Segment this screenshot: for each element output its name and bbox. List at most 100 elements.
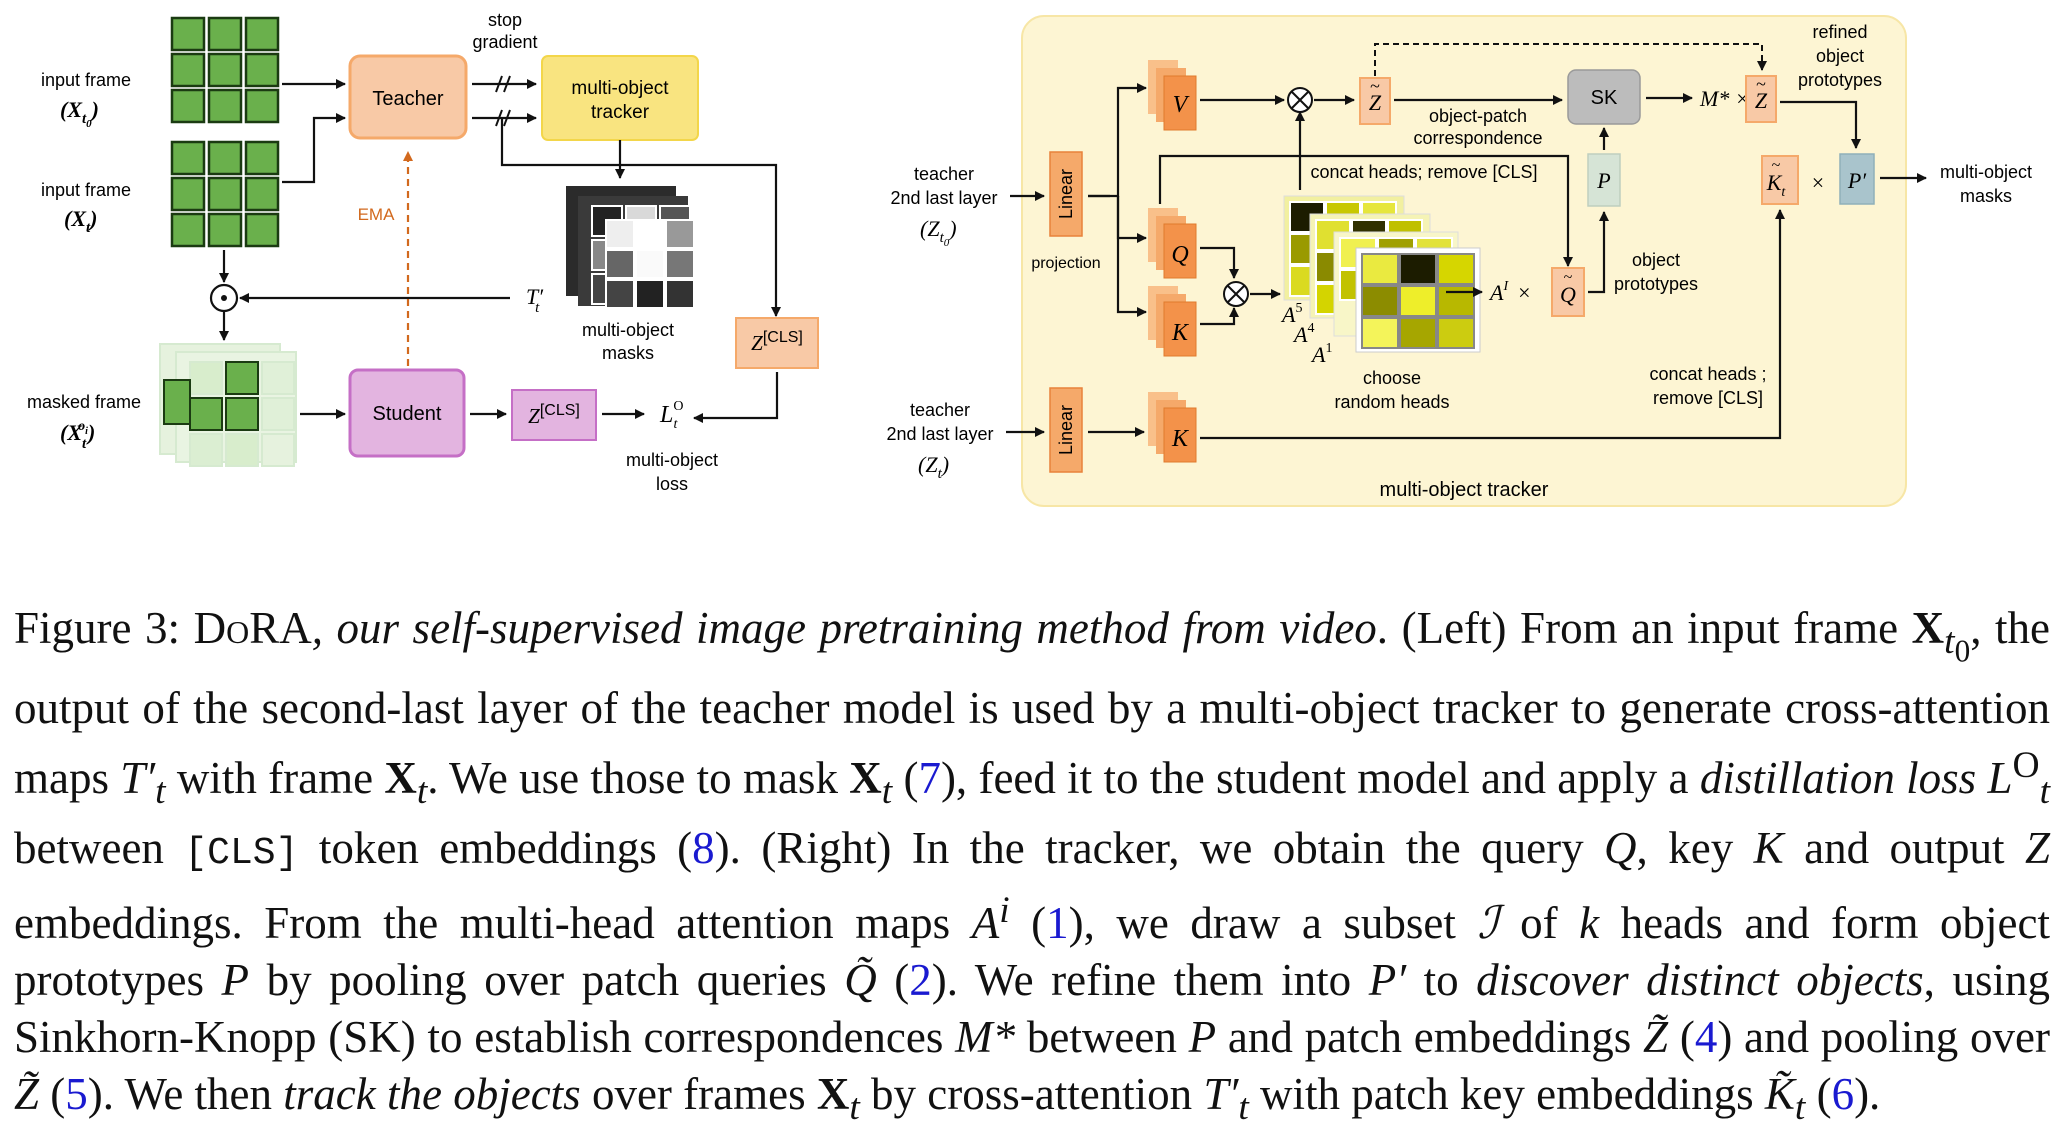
teacher-box — [348, 54, 468, 140]
teacher-b-label-1: teacher — [910, 400, 970, 420]
obj-proto-label-1: object — [1632, 250, 1680, 270]
cite-link[interactable]: 4 — [1694, 1011, 1718, 1062]
choose-label-2: random heads — [1334, 392, 1449, 412]
attention-maps-stack — [1283, 195, 1481, 353]
tracker-label-1: multi-object — [571, 78, 669, 99]
q-tiles — [1148, 208, 1197, 279]
stop-gradient-label-2: gradient — [472, 32, 537, 52]
kt-box — [1761, 155, 1799, 205]
linear-box-a — [1049, 151, 1083, 237]
cite-link[interactable]: 1 — [1046, 897, 1069, 948]
obj-patch-label-2: correspondence — [1413, 128, 1542, 148]
k-tiles — [1148, 286, 1197, 357]
loss-label-2: loss — [656, 474, 688, 494]
teacher-a-label-2: 2nd last layer — [890, 188, 997, 208]
k2-symbol: K — [1171, 426, 1190, 452]
refined-label-2: object — [1816, 46, 1864, 66]
ema-label: EMA — [358, 205, 396, 224]
student-z-cls-label: Z[CLS] — [528, 402, 580, 428]
otimes-op-1 — [1287, 87, 1313, 113]
z-tilde-box-2 — [1745, 75, 1777, 123]
concat-label-1: concat heads; remove [CLS] — [1310, 162, 1537, 182]
k-symbol: K — [1171, 320, 1190, 346]
k2-tiles — [1148, 392, 1197, 463]
figure-diagram: input frame (Xt0) input frame (Xt) Teach… — [27, 10, 2032, 507]
t-prime-label: T′t — [526, 284, 544, 316]
tracker-label-2: tracker — [591, 102, 650, 123]
otimes-op-2 — [1223, 281, 1249, 307]
q-tilde-symbol: Q — [1560, 282, 1576, 307]
linear-label-a: Linear — [1056, 169, 1076, 219]
p-symbol: P — [1596, 168, 1610, 193]
cite-link[interactable]: 8 — [692, 822, 715, 873]
figure-caption: Figure 3: DoRA, our self-supervised imag… — [14, 603, 2051, 1128]
z-tilde-mark: ~ — [1370, 76, 1380, 96]
teacher-a-var: (Zt0) — [920, 216, 957, 249]
teacher-a-label-1: teacher — [914, 164, 974, 184]
z-tilde-box — [1359, 77, 1391, 125]
teacher-label: Teacher — [372, 88, 443, 110]
cite-link[interactable]: 6 — [1831, 1068, 1855, 1119]
input-frame-2-label: input frame — [41, 180, 131, 200]
masks-label-1: multi-object — [582, 320, 674, 340]
p-prime-symbol: P′ — [1847, 168, 1867, 193]
q-tilde-box — [1551, 267, 1585, 317]
masks-label-2: masks — [602, 343, 654, 363]
a1-label: A1 — [1310, 341, 1332, 367]
mo-masks-label-2: masks — [1960, 186, 2012, 206]
v-tiles — [1148, 60, 1197, 131]
ai-symbol: AI× — [1488, 279, 1531, 305]
choose-label-1: choose — [1363, 368, 1421, 388]
input-frame-1-grid — [170, 16, 280, 124]
masked-frame-stack — [159, 343, 297, 467]
obj-patch-label-1: object-patch — [1429, 106, 1527, 126]
input-frame-1-label: input frame — [41, 70, 131, 90]
stop-gradient-label: stop — [488, 10, 522, 30]
q-symbol: Q — [1171, 242, 1188, 268]
input-frame-1-var: (Xt0) — [60, 97, 99, 130]
teacher-z-cls-label: Z[CLS] — [751, 329, 803, 355]
times-symbol: × — [1812, 170, 1824, 195]
cite-link[interactable]: 5 — [65, 1068, 88, 1119]
refined-label-1: refined — [1812, 22, 1867, 42]
teacher-b-var: (Zt) — [918, 452, 949, 482]
input-frame-2-var: (Xt) — [64, 206, 98, 236]
right-panel: multi-object tracker teacher 2nd last la… — [886, 15, 2032, 507]
projection-label: projection — [1031, 255, 1100, 272]
left-panel: input frame (Xt0) input frame (Xt) Teach… — [27, 10, 819, 494]
z-tilde-symbol: Z — [1369, 90, 1382, 115]
tracker-panel-label: multi-object tracker — [1380, 479, 1549, 501]
refined-label-3: prototypes — [1798, 70, 1882, 90]
p-prime-box — [1839, 153, 1875, 205]
m-star-label: M* × — [1699, 86, 1750, 111]
teacher-b-label-2: 2nd last layer — [886, 424, 993, 444]
student-z-cls-box — [511, 389, 597, 441]
multi-object-masks-stack — [566, 186, 695, 309]
concat2-label-1: concat heads ; — [1649, 364, 1766, 384]
z-tilde-mark-2: ~ — [1756, 74, 1766, 94]
loss-label-1: multi-object — [626, 450, 718, 470]
input-frame-2-grid — [170, 140, 280, 248]
p-box — [1587, 153, 1621, 207]
masked-frame-label: masked frame — [27, 392, 141, 412]
sk-box — [1567, 69, 1641, 125]
concat2-label-2: remove [CLS] — [1653, 388, 1763, 408]
mo-masks-label-1: multi-object — [1940, 162, 2032, 182]
masked-frame-var: (Xtoi) — [60, 419, 95, 452]
linear-label-b: Linear — [1056, 405, 1076, 455]
stop-gradient-marks — [495, 75, 511, 127]
a5-label: A5 — [1280, 301, 1302, 327]
a4-label: A4 — [1292, 321, 1314, 347]
linear-box-b — [1049, 387, 1083, 473]
student-box — [348, 368, 466, 458]
student-label: Student — [373, 403, 442, 425]
v-symbol: V — [1173, 92, 1190, 118]
sk-label: SK — [1591, 87, 1618, 109]
cite-link[interactable]: 2 — [909, 954, 932, 1005]
cite-link[interactable]: 7 — [918, 752, 941, 803]
q-tilde-mark: ~ — [1564, 269, 1573, 286]
kt-tilde-mark: ~ — [1772, 157, 1781, 174]
kt-symbol: Kt — [1766, 170, 1787, 200]
obj-proto-label-2: prototypes — [1614, 274, 1698, 294]
